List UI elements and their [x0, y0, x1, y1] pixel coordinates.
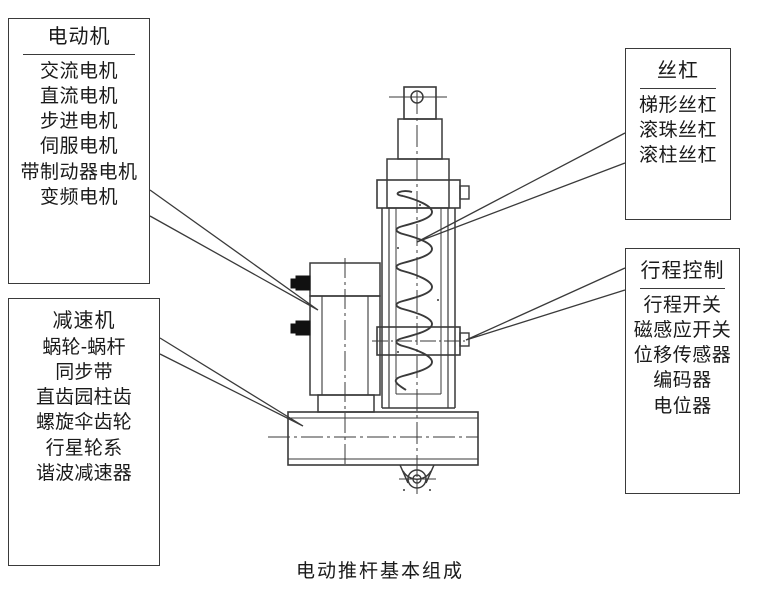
callout-screw-item-0: 梯形丝杠 — [638, 94, 717, 116]
motor-connector-top — [290, 275, 311, 291]
clevis-dot-left — [403, 489, 405, 491]
callout-stroke-control-item-0: 行程开关 — [643, 294, 722, 316]
screw-helix-top-turn — [396, 190, 413, 197]
callout-motor-item-3: 伺服电机 — [39, 136, 118, 158]
base-block — [287, 411, 479, 466]
callout-reducer-item-0: 蜗轮-蜗杆 — [42, 336, 126, 358]
callout-screw-item-1: 滚珠丝杠 — [638, 119, 717, 141]
callout-stroke-control-item-2: 位移传感器 — [633, 345, 732, 367]
callout-stroke-control-item-3: 编码器 — [653, 370, 712, 392]
callout-stroke-control-item-4: 电位器 — [653, 395, 712, 417]
figure-caption: 电动推杆基本组成 — [295, 561, 464, 582]
section-dot-4 — [397, 351, 399, 353]
callout-stroke-control: 行程控制 行程开关 磁感应开关 位移传感器 编码器 电位器 — [625, 248, 740, 494]
callout-screw-title: 丝杠 — [657, 60, 699, 82]
gland-side-lug — [459, 185, 470, 200]
rear-mount-clevis — [399, 464, 435, 484]
callout-reducer-item-3: 螺旋伞齿轮 — [35, 412, 132, 434]
leader-reducer — [159, 337, 304, 427]
screw-helix — [394, 195, 433, 391]
callout-reducer-title: 减速机 — [52, 310, 116, 332]
section-dot-3 — [437, 299, 439, 301]
callout-motor-item-0: 交流电机 — [39, 60, 118, 82]
leader-screw — [416, 132, 626, 243]
callout-motor-item-4: 带制动器电机 — [20, 161, 138, 183]
callout-stroke-control-item-1: 磁感应开关 — [633, 319, 732, 341]
callout-screw-item-2: 滚柱丝杠 — [638, 145, 717, 167]
callout-screw: 丝杠 梯形丝杠 滚珠丝杠 滚柱丝杠 — [625, 48, 731, 220]
eye-hole — [410, 90, 424, 104]
callout-motor-rule — [23, 53, 135, 55]
callout-reducer-item-1: 同步带 — [55, 361, 113, 383]
callout-motor-title: 电动机 — [47, 26, 111, 48]
callout-motor-item-2: 步进电机 — [39, 111, 118, 133]
callout-motor: 电动机 交流电机 直流电机 步进电机 伺服电机 带制动器电机 变频电机 — [8, 18, 150, 284]
callout-reducer-item-4: 行星轮系 — [45, 437, 123, 459]
leader-motor — [149, 189, 319, 311]
callout-motor-item-5: 变频电机 — [39, 186, 118, 208]
callout-screw-rule — [640, 87, 716, 89]
callout-motor-item-1: 直流电机 — [39, 85, 118, 107]
callout-reducer: 减速机 蜗轮-蜗杆 同步带 直齿园柱齿 螺旋伞齿轮 行星轮系 谐波减速器 — [8, 298, 160, 566]
section-dot-2 — [397, 247, 399, 249]
callout-stroke-control-title: 行程控制 — [640, 260, 725, 282]
callout-reducer-item-2: 直齿园柱齿 — [35, 387, 132, 409]
callout-stroke-control-rule — [640, 287, 725, 289]
leader-stroke-control — [465, 267, 626, 341]
callout-reducer-item-5: 谐波减速器 — [35, 462, 132, 484]
motor-connector-bottom — [290, 320, 311, 336]
clevis-dot-right — [429, 489, 431, 491]
section-dot-1 — [419, 204, 421, 206]
